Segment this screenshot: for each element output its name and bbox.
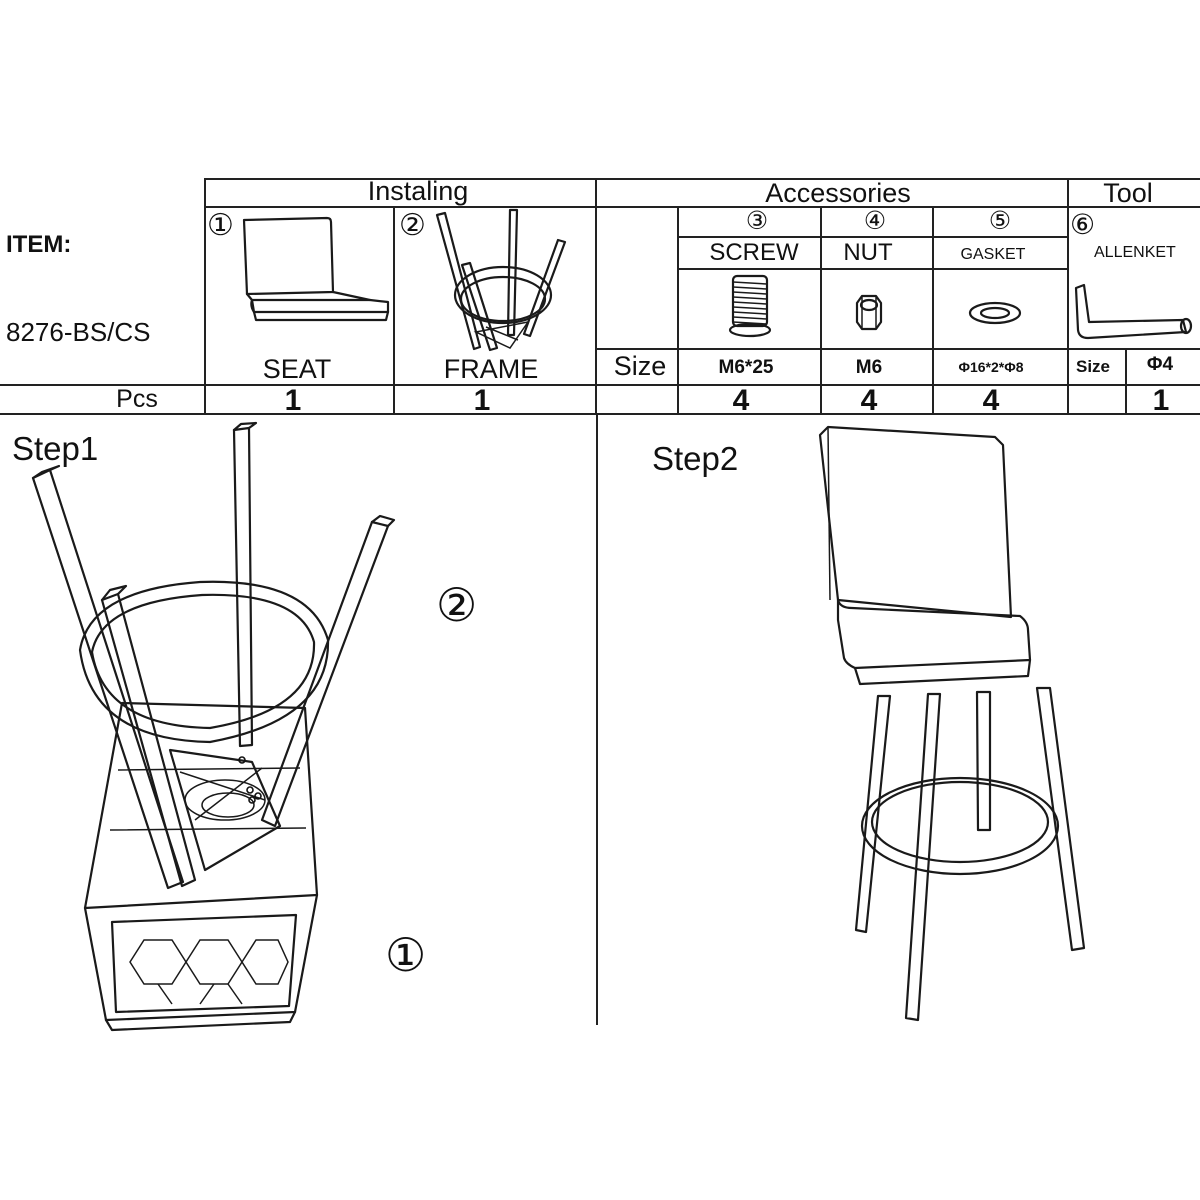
step2-label: Step2 [652,440,739,477]
table-line-accessory-names [678,236,1068,238]
step1-frame-icon [31,421,396,890]
accessory-number-screw: ③ [745,206,769,235]
pcs-nut: 4 [860,384,878,417]
table-line-size-top [597,348,1200,350]
seat-icon [242,216,390,322]
callout-seat: ① [385,928,427,982]
allen-key-icon [1074,283,1193,340]
pcs-label: Pcs [116,385,158,413]
pcs-screw: 4 [732,384,750,417]
step1-seat-icon [83,701,319,1032]
table-col-line [393,206,395,414]
table-line-accessory-bottom [678,268,1068,270]
table-col-line [204,178,206,414]
table-col-line [1067,178,1069,414]
pcs-gasket: 4 [982,384,1000,417]
model-number: 8276-BS/CS [6,317,151,347]
size-label: Size [613,351,667,381]
accessory-size-screw: M6*25 [718,357,774,378]
screw-icon [728,274,772,338]
step1-label: Step1 [12,430,99,467]
group-instaling: Instaling [367,176,469,206]
item-label: ITEM: [6,231,72,258]
tool-name-allenkey: ALLENKET [1094,244,1176,261]
part-name-seat: SEAT [262,354,332,384]
group-accessories: Accessories [765,178,911,208]
accessory-size-gasket: Φ16*2*Φ8 [958,359,1024,375]
gasket-icon [968,301,1022,325]
pcs-frame: 1 [473,384,491,417]
steps-divider [596,413,598,1025]
table-col-line [932,206,934,414]
tool-size-value: Φ4 [1146,354,1174,375]
pcs-allenkey: 1 [1152,384,1170,417]
frame-icon [435,208,567,352]
part-number-frame: ② [399,208,426,243]
part-name-frame: FRAME [443,354,539,384]
table-col-line [677,206,679,414]
table-col-line [1125,348,1127,414]
accessory-name-nut: NUT [843,239,893,266]
accessory-name-screw: SCREW [709,239,799,266]
nut-icon [855,294,883,331]
table-line-top [205,178,1200,180]
accessory-number-nut: ④ [863,206,887,235]
group-tool: Tool [1103,178,1153,208]
table-line-bottom [0,413,1200,415]
accessory-name-gasket: GASKET [960,246,1026,263]
callout-frame: ② [436,578,478,632]
table-col-line [595,178,597,414]
accessory-size-nut: M6 [855,357,883,378]
part-number-seat: ① [207,208,234,243]
table-line-pcs-top [0,384,1200,386]
pcs-seat: 1 [284,384,302,417]
table-col-line [820,206,822,414]
accessory-number-gasket: ⑤ [988,206,1012,235]
bar-stool-icon [818,425,1086,1022]
tool-size-label: Size [1075,357,1111,376]
table-line-group [205,206,1200,208]
tool-number-allenkey: ⑥ [1070,208,1096,241]
